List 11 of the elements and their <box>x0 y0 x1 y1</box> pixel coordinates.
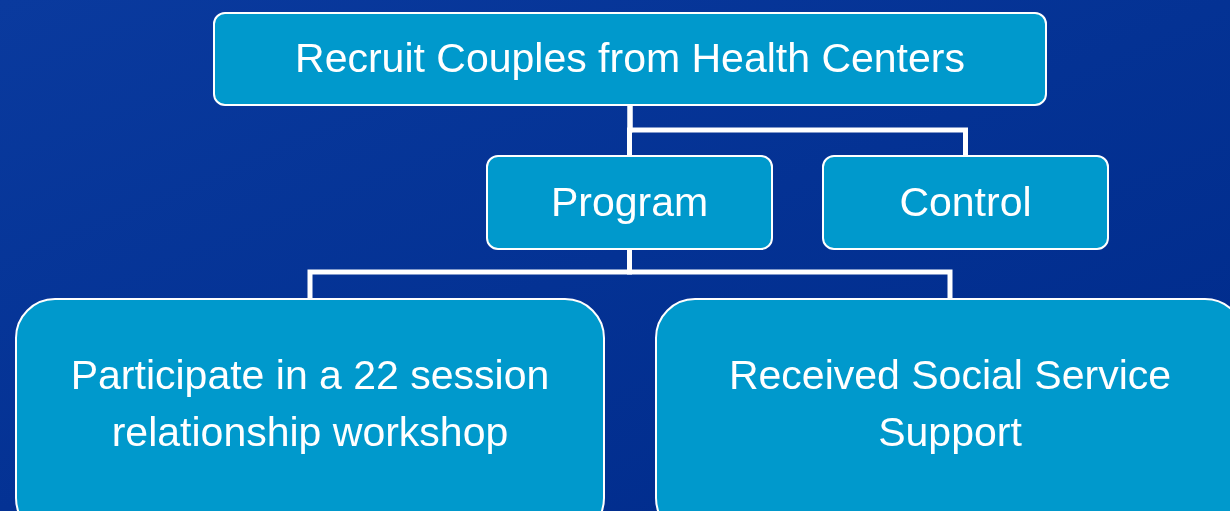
box-label: Received Social Service Support <box>727 350 1173 457</box>
process-box <box>655 298 1230 511</box>
connector-line <box>627 106 968 155</box>
box-label: Participate in a 22 session relationship workshop <box>70 350 550 457</box>
box-label: Program <box>550 177 709 227</box>
process-box <box>213 12 1047 106</box>
box-label: Recruit Couples from Health Centers <box>295 34 965 84</box>
process-box <box>486 155 773 250</box>
box-label: Control <box>899 177 1032 227</box>
process-box <box>822 155 1109 250</box>
process-box <box>15 298 605 511</box>
